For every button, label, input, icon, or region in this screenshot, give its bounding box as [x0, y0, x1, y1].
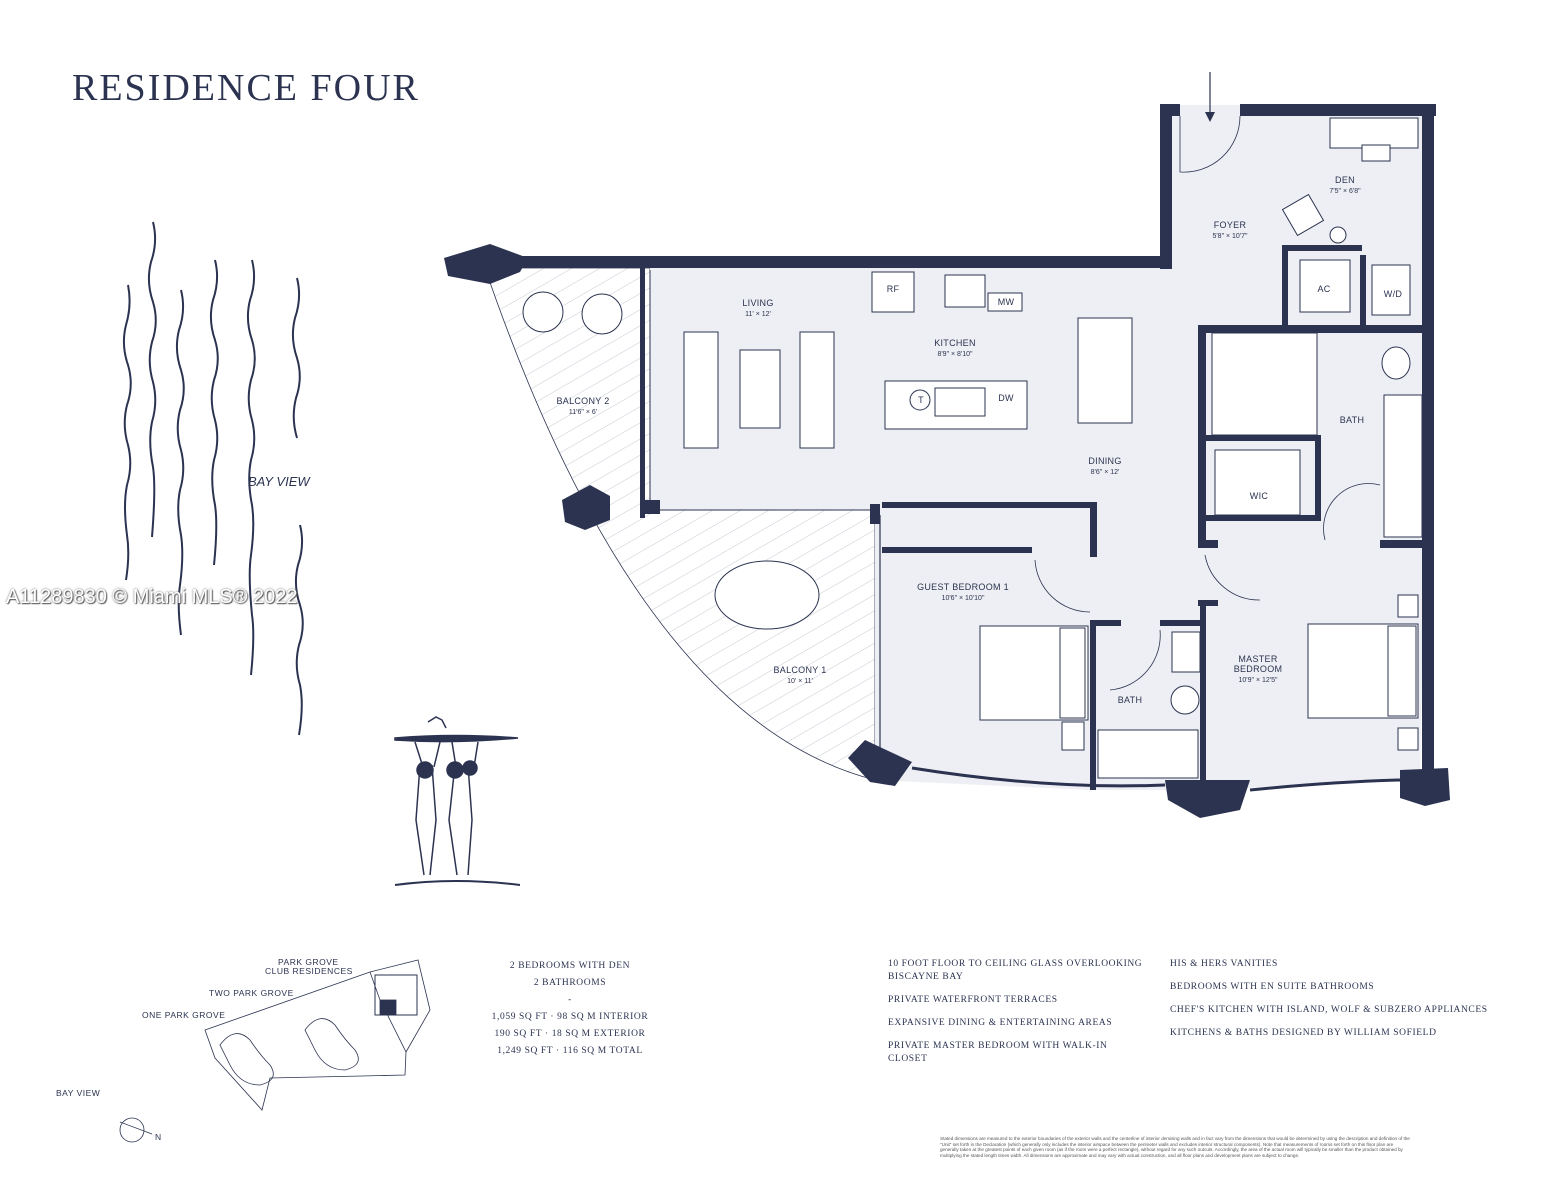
room-foyer-label: FOYER: [1214, 220, 1247, 230]
room-den-label: DEN: [1335, 175, 1355, 185]
room-guest-dim: 10'6" × 10'10": [942, 595, 985, 602]
room-balcony1-label: BALCONY 1: [773, 665, 826, 675]
room-guest-label: GUEST BEDROOM 1: [917, 582, 1009, 592]
rf-label: RF: [887, 284, 900, 294]
furniture: [522, 117, 1423, 779]
t-label: T: [918, 395, 924, 405]
features-right: HIS & HERS VANITIES BEDROOMS WITH EN SUI…: [1170, 958, 1510, 1050]
feature-item: PRIVATE MASTER BEDROOM WITH WALK-IN CLOS…: [888, 1041, 1108, 1064]
bay-waves: [122, 221, 304, 736]
dw-label: DW: [998, 393, 1014, 403]
room-living-label: LIVING: [742, 298, 773, 308]
feature-item: BEDROOMS WITH EN SUITE BATHROOMS: [1170, 982, 1375, 992]
room-foyer-dim: 5'8" × 10'7": [1212, 233, 1248, 240]
disclaimer: Stated dimensions are measured to the ex…: [940, 1136, 1410, 1158]
feature-item: PRIVATE WATERFRONT TERRACES: [888, 995, 1058, 1005]
doors: [1034, 115, 1381, 691]
room-dining-dim: 8'6" × 12': [1091, 469, 1120, 476]
mw-label: MW: [998, 297, 1015, 307]
wd-label: W/D: [1384, 289, 1403, 299]
room-master-label-2: BEDROOM: [1234, 664, 1283, 674]
room-bath-master-label: BATH: [1340, 415, 1365, 425]
room-balcony2-label: BALCONY 2: [556, 396, 609, 406]
site-label-two-park-grove: TWO PARK GROVE: [209, 988, 294, 998]
feature-item: KITCHENS & BATHS DESIGNED BY WILLIAM SOF…: [1170, 1028, 1437, 1038]
room-kitchen-label: KITCHEN: [934, 338, 976, 348]
stat-total: 1,249 SQ FT · 116 SQ M TOTAL: [497, 1046, 643, 1056]
feature-item: EXPANSIVE DINING & ENTERTAINING AREAS: [888, 1018, 1113, 1028]
stat-bedrooms: 2 BEDROOMS WITH DEN: [509, 961, 631, 971]
watermark: A11289830 © Miami MLS® 2022: [6, 586, 298, 608]
site-label-club-residences: CLUB RESIDENCES: [265, 966, 353, 976]
unit-stats: 2 BEDROOMS WITH DEN 2 BATHROOMS - 1,059 …: [470, 958, 670, 1060]
surfers-illustration: [394, 716, 521, 886]
site-plan: [119, 959, 431, 1143]
bay-view-label: BAY VIEW: [248, 474, 311, 489]
feature-item: HIS & HERS VANITIES: [1170, 959, 1278, 969]
stat-interior: 1,059 SQ FT · 98 SQ M INTERIOR: [491, 1012, 649, 1022]
room-living-dim: 11' × 12': [745, 311, 771, 318]
room-master-label-1: MASTER: [1238, 654, 1278, 664]
features-left: 10 FOOT FLOOR TO CEILING GLASS OVERLOOKI…: [888, 958, 1148, 1076]
room-den-dim: 7'5" × 6'8": [1329, 188, 1361, 195]
room-dining-label: DINING: [1088, 456, 1121, 466]
room-kitchen-dim: 8'9" × 8'10": [937, 351, 973, 358]
room-balcony2-dim: 11'6" × 6': [569, 409, 597, 416]
room-wic-label: WIC: [1250, 491, 1269, 501]
room-master-dim: 10'9" × 12'5": [1239, 677, 1278, 684]
site-label-one-park-grove: ONE PARK GROVE: [142, 1010, 225, 1020]
room-bath-guest-label: BATH: [1118, 695, 1143, 705]
ac-label: AC: [1317, 284, 1330, 294]
north-label: N: [155, 1132, 162, 1142]
site-label-park-grove: PARK GROVE: [278, 957, 339, 967]
feature-item: CHEF'S KITCHEN WITH ISLAND, WOLF & SUBZE…: [1170, 1005, 1488, 1015]
stat-exterior: 190 SQ FT · 18 SQ M EXTERIOR: [494, 1029, 646, 1039]
stat-separator: -: [568, 995, 572, 1005]
walls: [444, 104, 1450, 818]
room-balcony1-dim: 10' × 11': [787, 678, 813, 685]
feature-item: 10 FOOT FLOOR TO CEILING GLASS OVERLOOKI…: [888, 959, 1143, 982]
site-label-bay-view: BAY VIEW: [56, 1088, 100, 1098]
page-title: RESIDENCE FOUR: [72, 67, 420, 109]
stat-bathrooms: 2 BATHROOMS: [533, 978, 607, 988]
